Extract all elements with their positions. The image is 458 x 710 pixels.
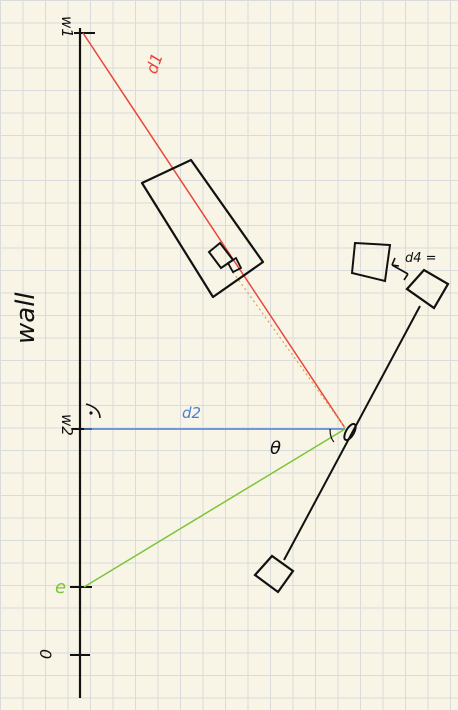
label-d2: d2	[182, 404, 201, 422]
e-line	[83, 428, 346, 588]
camera-lens-tip	[226, 256, 243, 274]
label-w1: w1	[58, 16, 76, 38]
rod-line	[283, 305, 421, 561]
d1-line	[82, 32, 346, 429]
camera-box	[140, 158, 265, 299]
label-wall: wall	[11, 292, 41, 344]
right-angle-dot	[89, 411, 93, 415]
label-d4: d4 =	[405, 251, 437, 266]
dotted-line	[229, 267, 346, 429]
label-zero: 0	[36, 649, 55, 659]
double-arrow	[391, 257, 409, 281]
label-theta: θ	[270, 438, 281, 459]
pivot	[343, 422, 357, 442]
upper-square	[405, 268, 450, 310]
theta-arc	[329, 428, 335, 443]
right-angle-mark	[85, 403, 101, 419]
previous-square	[350, 241, 392, 283]
label-d1: d1	[142, 51, 167, 77]
lower-square	[253, 554, 295, 594]
label-w2: w2	[58, 414, 76, 436]
label-e: e	[55, 577, 66, 598]
